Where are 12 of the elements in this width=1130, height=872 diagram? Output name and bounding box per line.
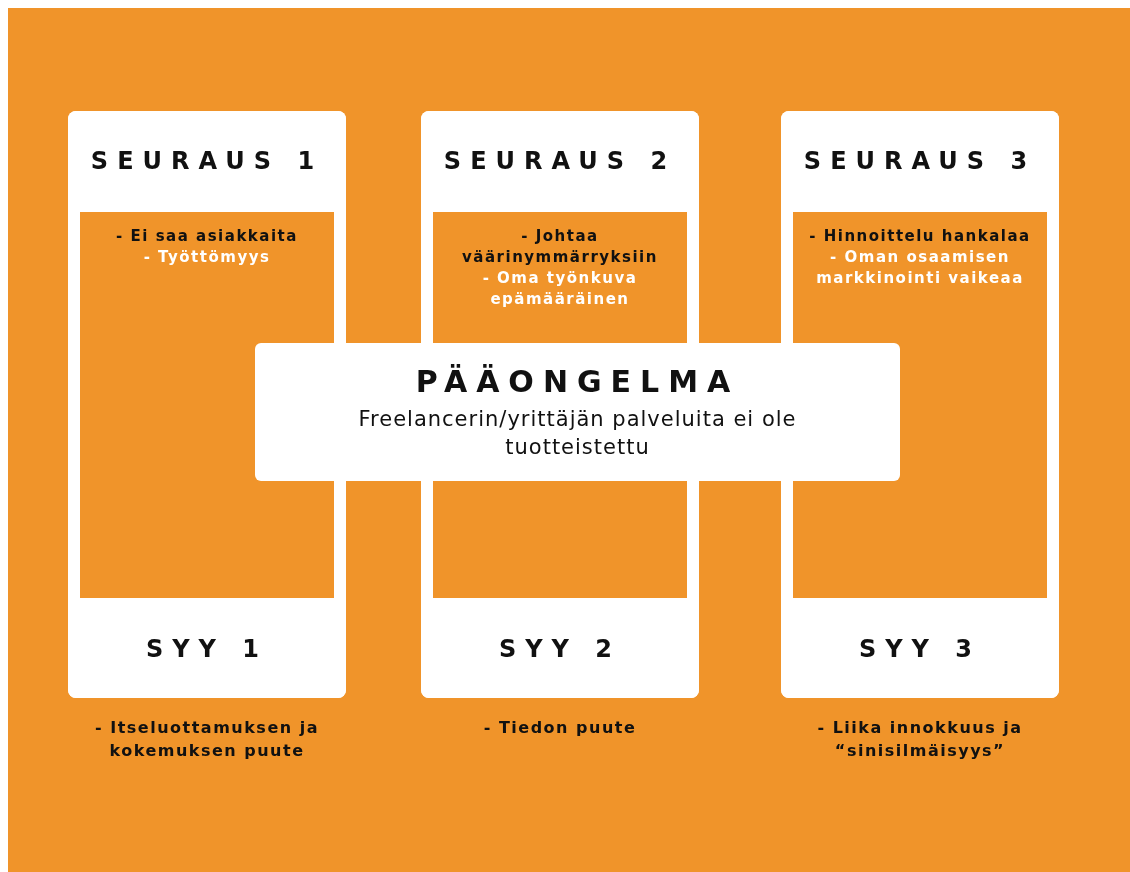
consequence-text: - Oman osaamisen markkinointi vaikeaa — [815, 247, 1025, 289]
problem-text: Freelancerin/yrittäjän palveluita ei ole tuotteistettu — [357, 405, 798, 461]
consequence-text: - Työttömyys — [143, 247, 271, 268]
consequence-text: - Johtaa väärinymmärryksiin — [461, 226, 659, 268]
cause-text: - Liika innokkuus ja “sinisilmäisyys” — [771, 716, 1069, 766]
problem-heading: PÄÄONGELMA — [415, 363, 740, 399]
cause-text: - Tiedon puute — [411, 716, 709, 766]
problem-box — [255, 343, 900, 481]
consequence-text: - Oma työnkuva epämääräinen — [481, 268, 639, 310]
consequence-text: - Ei saa asiakkaita — [116, 226, 298, 247]
consequence-text: - Hinnoittelu hankalaa — [809, 226, 1031, 247]
cause-text: - Itseluottamuksen ja kokemuksen puute — [58, 716, 356, 766]
